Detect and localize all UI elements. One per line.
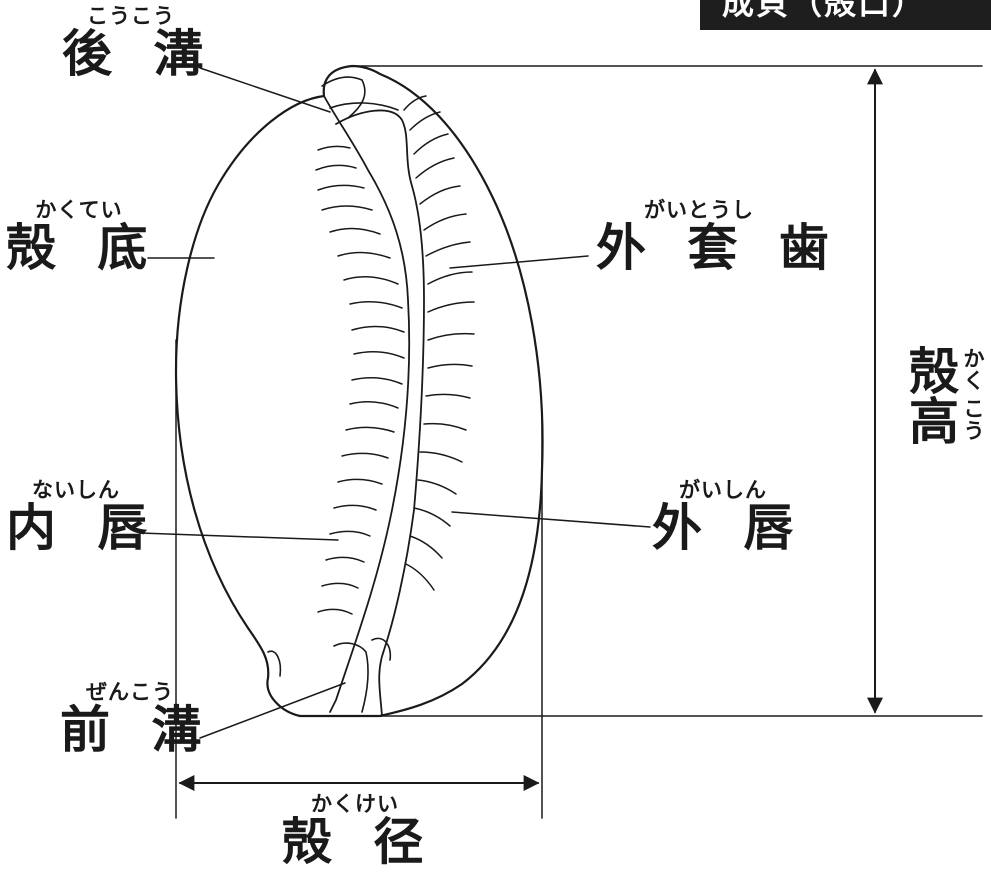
ruby-kakukei: かくけい [311,792,399,816]
leader-naishin [139,532,339,541]
ruby-gaitoushi: がいとうし [644,198,754,222]
ruby-kakukou-4: う [963,419,985,443]
text-kakukou-2: 高 [909,392,959,451]
leader-gaishin [451,511,651,528]
leader-zenkou [199,682,346,739]
anterior-fold [267,650,282,677]
label-posterior-groove: こうこう 後 溝 [62,4,216,83]
ruby-kakukou-2: く [963,369,985,393]
anterior-fold-3 [371,637,392,661]
title-banner: 成貝（殻口） [700,0,991,30]
posterior-fold-2 [329,102,399,111]
posterior-fold [321,76,366,119]
text-kakukei: 殻 径 [282,812,436,871]
ruby-gaishin: がいしん [679,478,767,502]
ruby-kakukou-3: こ [963,397,985,421]
leader-gaitoushi [449,255,589,269]
ruby-kakukou-1: か [963,347,985,371]
ruby-kakutei: かくてい [35,198,123,222]
text-gaishin: 外 唇 [652,498,806,557]
outer-lip-edge [335,109,425,717]
label-shell-diameter: かくけい 殻 径 [282,792,428,868]
text-gaitoushi: 外 套 歯 [596,218,841,277]
anterior-fold-2 [333,642,369,713]
ruby-naishin: ないしん [32,478,120,502]
text-koukou: 後 溝 [62,24,216,83]
label-inner-lip: ないしん 内 唇 [6,478,160,557]
inner-lip-edge [323,95,411,713]
label-anterior-groove: ぜんこう 前 溝 [60,680,214,759]
text-kakutei: 殻 底 [6,218,160,277]
ruby-zenkou: ぜんこう [86,680,174,704]
text-naishin: 内 唇 [6,498,160,557]
label-shell-base: かくてい 殻 底 [6,198,152,274]
text-zenkou: 前 溝 [60,700,214,759]
label-outer-lip: がいしん 外 唇 [652,478,794,554]
leader-koukou [199,67,331,113]
label-mantle-teeth: がいとうし 外 套 歯 [596,198,841,277]
outer-lip-teeth [403,95,475,591]
inner-lip-teeth [315,145,405,615]
ruby-koukou: こうこう [87,4,175,28]
title-text: 成貝（殻口） [722,0,927,22]
shell-outline [174,64,544,718]
text-kakukou-1: 殻 [909,342,959,401]
